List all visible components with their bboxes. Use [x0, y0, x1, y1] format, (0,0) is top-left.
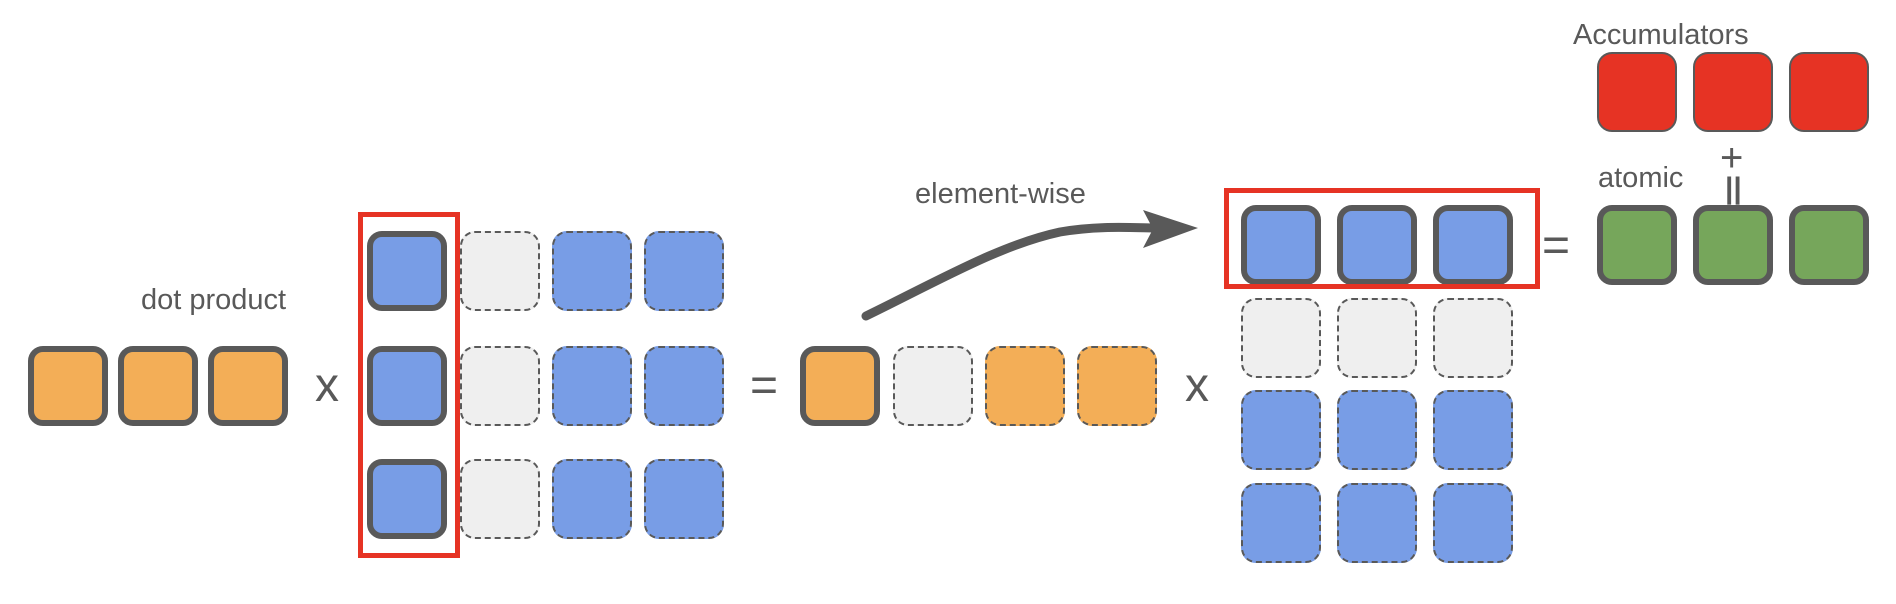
matrix-cell [1433, 205, 1513, 285]
accumulator-cell [1789, 52, 1869, 132]
middle-vector-cell [985, 346, 1065, 426]
matrix-cell [460, 459, 540, 539]
matrix-cell [1337, 483, 1417, 563]
input-vector-cell [208, 346, 288, 426]
matrix-cell [367, 459, 447, 539]
matrix-cell [552, 459, 632, 539]
matrix-cell [1337, 390, 1417, 470]
result-cell [1597, 205, 1677, 285]
matrix-cell [552, 231, 632, 311]
matrix-cell [1337, 205, 1417, 285]
accumulator-cell [1597, 52, 1677, 132]
matrix-cell [460, 231, 540, 311]
plus-operator: + [1720, 136, 1744, 180]
equals-operator: = [750, 359, 779, 412]
matrix-cell [1337, 298, 1417, 378]
equals-operator: = [1542, 219, 1571, 272]
middle-vector-cell [1077, 346, 1157, 426]
times-operator: x [315, 359, 339, 412]
input-vector-cell [118, 346, 198, 426]
matrix-cell [644, 346, 724, 426]
accumulator-cell [1693, 52, 1773, 132]
result-cell [1693, 205, 1773, 285]
matrix-cell [1241, 298, 1321, 378]
middle-vector-cell [893, 346, 973, 426]
parallel-operator: || [1725, 172, 1742, 205]
matrix-cell [552, 346, 632, 426]
matrix-cell [1241, 483, 1321, 563]
element-wise-label: element-wise [915, 178, 1086, 210]
dot-product-label: dot product [141, 284, 287, 316]
matrix-cell [367, 231, 447, 311]
matrix-cell [1241, 205, 1321, 285]
matrix-cell [367, 346, 447, 426]
times-operator: x [1185, 359, 1209, 412]
matrix-cell [644, 231, 724, 311]
result-cell [1789, 205, 1869, 285]
matrix-cell [644, 459, 724, 539]
accumulators-label: Accumulators [1573, 19, 1749, 51]
input-vector-cell [28, 346, 108, 426]
row-highlight [1224, 188, 1540, 289]
column-highlight [358, 212, 460, 558]
matrix-cell [1433, 390, 1513, 470]
middle-vector-cell [800, 346, 880, 426]
matrix-cell [460, 346, 540, 426]
atomic-label: atomic [1598, 162, 1684, 194]
matrix-cell [1433, 483, 1513, 563]
matrix-cell [1433, 298, 1513, 378]
matrix-cell [1241, 390, 1321, 470]
